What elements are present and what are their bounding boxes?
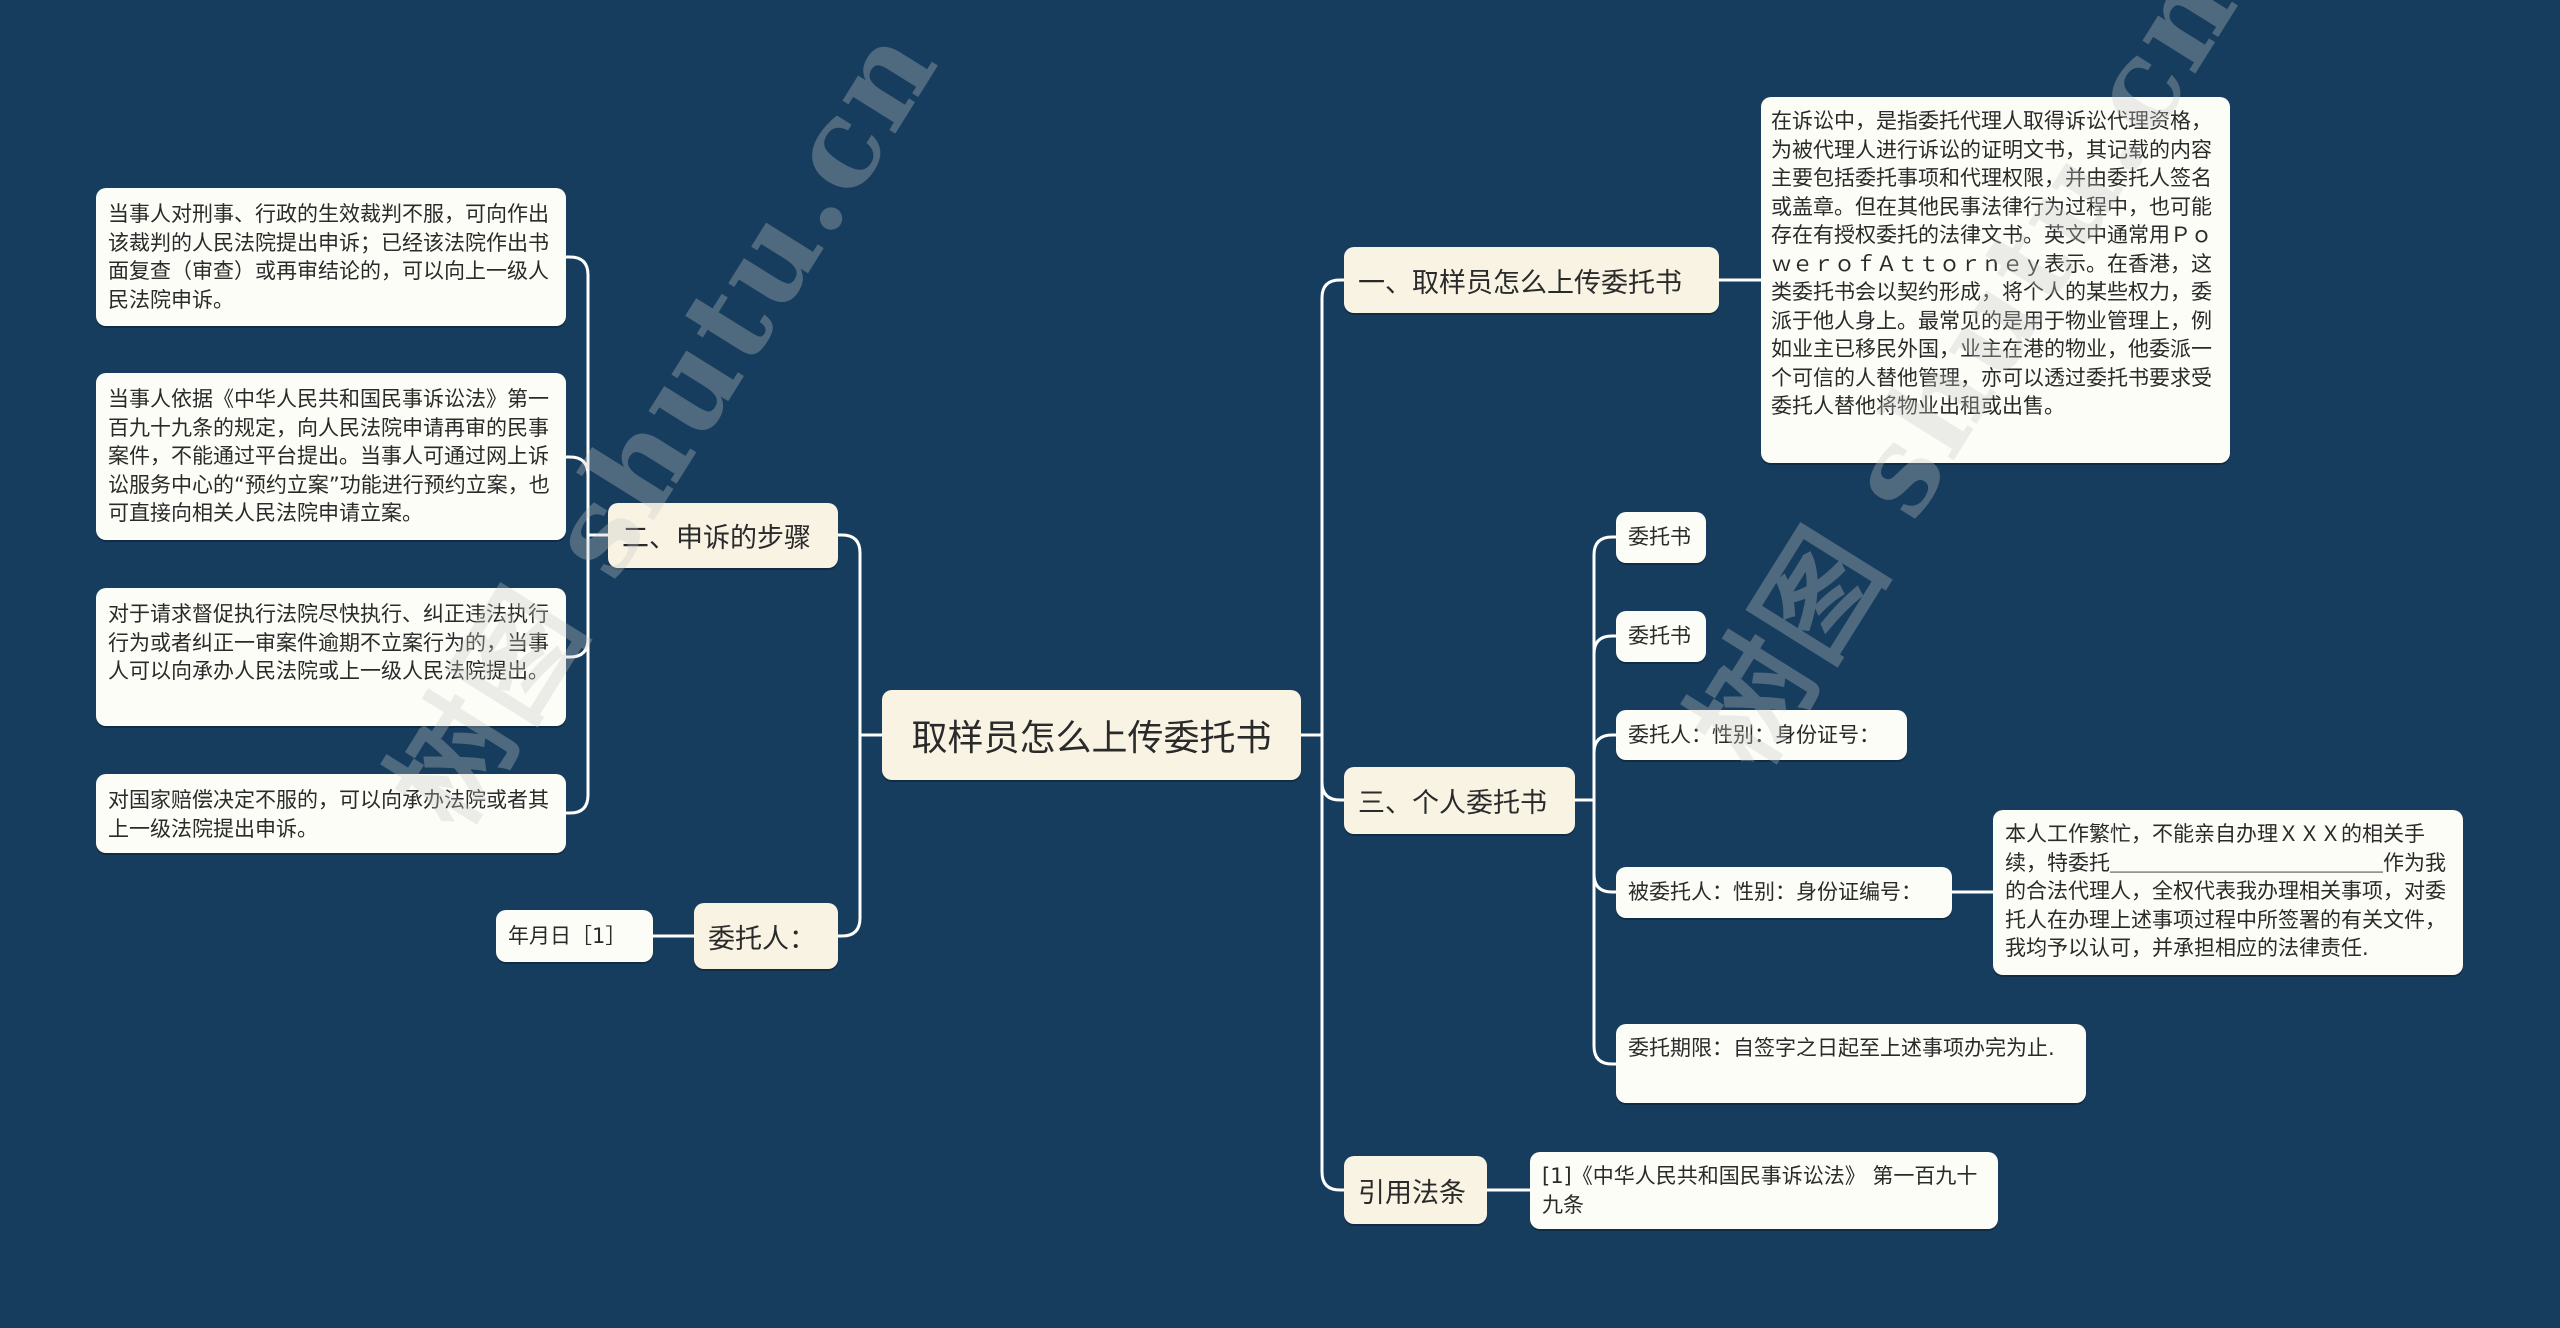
leaf-node-proxy-letter-1[interactable]: 委托书 [1616, 512, 1706, 563]
leaf-text: 当事人对刑事、行政的生效裁判不服，可向作出该裁判的人民法院提出申诉；已经该法院作… [108, 202, 549, 312]
leaf-node-appeal-step-4[interactable]: 对国家赔偿决定不服的，可以向承办法院或者其上一级法院提出申诉。 [96, 774, 566, 853]
branch-label: 二、申诉的步骤 [622, 523, 811, 554]
leaf-text: 委托书 [1628, 624, 1691, 649]
leaf-text: 委托期限：自签字之日起至上述事项办完为止. [1628, 1036, 2055, 1060]
leaf-text: 委托人：性别：身份证号： [1628, 722, 1880, 747]
branch-node-personal-proxy[interactable]: 三、个人委托书 [1344, 767, 1575, 834]
detail-node-cited-law[interactable]: [1]《中华人民共和国民事诉讼法》 第一百九十九条 [1530, 1152, 1998, 1229]
leaf-text: 委托书 [1628, 525, 1691, 550]
leaf-text: 对于请求督促执行法院尽快执行、纠正违法执行行为或者纠正一审案件逾期不立案行为的，… [108, 602, 549, 683]
leaf-text: 当事人依据《中华人民共和国民事诉讼法》第一百九十九条的规定，向人民法院申请再审的… [108, 387, 550, 525]
leaf-node-proxy-letter-2[interactable]: 委托书 [1616, 611, 1706, 662]
detail-text: 本人工作繁忙，不能亲自办理ＸＸＸ的相关手续，特委托＿＿＿＿＿＿＿＿＿＿＿＿＿作为… [2005, 822, 2446, 960]
leaf-text: 对国家赔偿决定不服的，可以向承办法院或者其上一级法院提出申诉。 [108, 788, 549, 841]
leaf-node-appeal-step-1[interactable]: 当事人对刑事、行政的生效裁判不服，可向作出该裁判的人民法院提出申诉；已经该法院作… [96, 188, 566, 326]
branch-node-appeal-steps[interactable]: 二、申诉的步骤 [608, 503, 838, 568]
detail-text: [1]《中华人民共和国民事诉讼法》 第一百九十九条 [1542, 1164, 1978, 1217]
root-label: 取样员怎么上传委托书 [911, 718, 1272, 759]
detail-text: 年月日［1］ [508, 923, 627, 948]
leaf-text: 被委托人：性别：身份证编号： [1628, 880, 1922, 905]
branch-node-upload-proxy[interactable]: 一、取样员怎么上传委托书 [1344, 247, 1719, 313]
detail-node-trustee-statement[interactable]: 本人工作繁忙，不能亲自办理ＸＸＸ的相关手续，特委托＿＿＿＿＿＿＿＿＿＿＿＿＿作为… [1993, 810, 2463, 975]
leaf-node-proxy-term[interactable]: 委托期限：自签字之日起至上述事项办完为止. [1616, 1024, 2086, 1103]
leaf-node-principal[interactable]: 委托人：性别：身份证号： [1616, 710, 1907, 760]
detail-node-proxy-definition[interactable]: 在诉讼中，是指委托代理人取得诉讼代理资格，为被代理人进行诉讼的证明文书，其记载的… [1761, 97, 2230, 463]
leaf-node-appeal-step-2[interactable]: 当事人依据《中华人民共和国民事诉讼法》第一百九十九条的规定，向人民法院申请再审的… [96, 373, 566, 540]
root-node[interactable]: 取样员怎么上传委托书 [882, 690, 1301, 780]
branch-label: 一、取样员怎么上传委托书 [1358, 267, 1682, 299]
leaf-node-trustee[interactable]: 被委托人：性别：身份证编号： [1616, 867, 1952, 918]
branch-label: 委托人： [708, 923, 816, 955]
branch-label: 三、个人委托书 [1358, 788, 1547, 819]
leaf-node-appeal-step-3[interactable]: 对于请求督促执行法院尽快执行、纠正违法执行行为或者纠正一审案件逾期不立案行为的，… [96, 588, 566, 726]
branch-label: 引用法条 [1358, 1177, 1466, 1209]
branch-node-principal[interactable]: 委托人： [694, 903, 838, 969]
branch-node-cited-law[interactable]: 引用法条 [1344, 1156, 1487, 1224]
detail-text: 在诉讼中，是指委托代理人取得诉讼代理资格，为被代理人进行诉讼的证明文书，其记载的… [1771, 109, 2212, 418]
detail-node-date[interactable]: 年月日［1］ [496, 910, 653, 962]
